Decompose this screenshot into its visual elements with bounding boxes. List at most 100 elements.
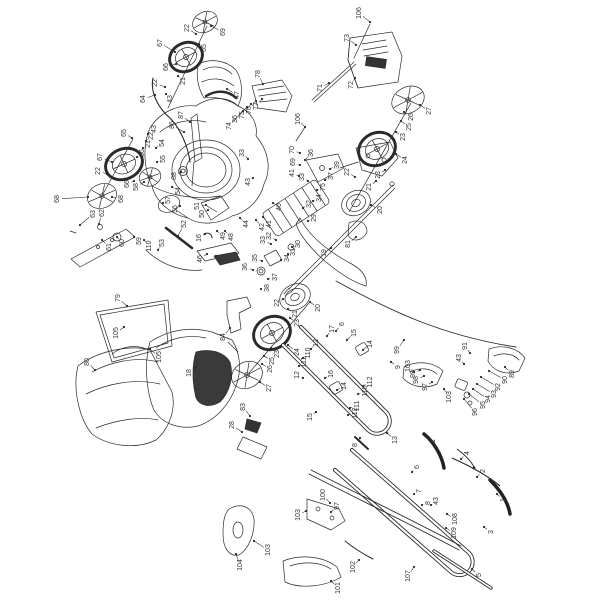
leader-arrow — [430, 380, 434, 384]
part-number-label: 17 — [329, 325, 336, 333]
part-number-label: 104 — [237, 559, 244, 571]
leader-arrow — [110, 195, 114, 199]
part-number-label: 72 — [348, 81, 355, 89]
leader-arrow — [356, 392, 360, 396]
leader-arrow — [334, 329, 338, 333]
leader-arrow — [154, 146, 158, 150]
part-number-label: 8 — [352, 443, 359, 447]
leader-line — [399, 339, 405, 347]
leader-arrow — [487, 369, 491, 373]
leader-arrow — [329, 579, 333, 583]
leader-arrow — [467, 392, 471, 396]
leader-line — [61, 196, 89, 199]
leader-arrow — [383, 168, 387, 172]
leader-arrow — [471, 387, 475, 391]
tread-wheel — [168, 40, 204, 74]
part-number-label: 28 — [229, 421, 236, 429]
deck-brackets — [157, 113, 241, 266]
leader-arrow — [418, 368, 422, 372]
part-number-label: 89 — [509, 370, 516, 378]
leader-line — [463, 398, 472, 409]
muffler — [251, 79, 293, 113]
part-number-label: 41 — [289, 169, 296, 177]
leader-arrow — [368, 20, 372, 24]
leader-arrow — [475, 475, 479, 479]
leader-arrow — [354, 43, 358, 47]
part-number-label: 6 — [339, 322, 346, 326]
part-number-label: 2 — [480, 469, 487, 473]
leader-arrow — [298, 163, 302, 167]
part-number-label: 24 — [294, 348, 301, 356]
part-number-label: 110 — [362, 385, 369, 396]
leader-arrow — [176, 74, 180, 78]
leader-arrow — [286, 252, 290, 256]
leader-arrow — [78, 223, 82, 227]
grip-pieces — [422, 432, 512, 516]
part-number-label: 48 — [228, 233, 235, 241]
part-number-label: 112 — [352, 407, 359, 418]
part-number-label: 94 — [485, 395, 492, 403]
leader-arrow — [420, 503, 424, 507]
leader-arrow — [188, 120, 192, 124]
part-number-label: 105 — [113, 327, 120, 339]
axle-rod — [283, 181, 396, 297]
leader-arrow — [260, 97, 264, 101]
leader-line — [472, 388, 484, 397]
part-number-label: 64 — [140, 95, 147, 103]
part-number-label: 27 — [266, 384, 273, 392]
part-number-label: 23 — [400, 133, 407, 141]
part-number-label: 36 — [242, 263, 249, 271]
part-number-label: 26 — [267, 365, 274, 373]
part-number-label: 86 — [169, 121, 176, 129]
part-number-label: 68 — [54, 195, 61, 203]
part-number-label: 88 — [171, 172, 178, 180]
leader-arrow — [246, 157, 250, 161]
leader-arrow — [245, 105, 249, 109]
leader-arrow — [444, 526, 448, 530]
leader-arrow — [214, 254, 218, 258]
part-number-label: 61 — [106, 243, 113, 251]
leader-line — [104, 158, 113, 163]
leader-arrow — [306, 179, 310, 183]
leader-arrow — [323, 376, 327, 380]
part-number-label: 37 — [272, 273, 279, 281]
leader-arrow — [182, 130, 186, 134]
leader-arrow — [385, 431, 389, 435]
grass-bag — [75, 346, 174, 446]
engine-cover — [196, 60, 242, 107]
part-number-label: 91 — [462, 342, 469, 350]
leader-arrow — [329, 246, 333, 250]
part-number-label: 84 — [220, 333, 227, 341]
part-number-label: 97 — [334, 502, 341, 510]
leader-line — [121, 301, 128, 307]
leader-arrow — [223, 229, 227, 233]
part-number-label: 13 — [392, 436, 399, 444]
leader-arrow — [241, 109, 245, 113]
leader-arrow — [204, 203, 208, 207]
part-number-label: 16 — [196, 234, 203, 242]
part-number-label: 83 — [240, 403, 247, 411]
part-number-label: 34 — [284, 254, 291, 262]
part-number-label: 43 — [245, 178, 252, 186]
part-number-label: 103 — [295, 509, 302, 521]
leader-arrow — [357, 558, 361, 562]
mower-deck — [144, 98, 269, 224]
leader-arrow — [412, 370, 416, 374]
leader-arrow — [462, 362, 466, 366]
leader-arrow — [228, 326, 232, 330]
leader-arrow — [142, 238, 146, 242]
top-cover — [347, 31, 403, 89]
part-number-label: 33 — [260, 236, 267, 244]
leader-arrow — [155, 160, 159, 164]
part-number-label: 12 — [294, 371, 301, 379]
tread-wheel — [357, 130, 397, 168]
part-number-label: 34 — [316, 194, 323, 202]
engine-bracket — [305, 141, 399, 183]
molded-grips — [402, 346, 526, 406]
leader-arrow — [135, 155, 139, 159]
part-number-label: 43 — [151, 125, 158, 133]
leader-arrow — [288, 316, 292, 320]
leader-arrow — [281, 297, 285, 301]
leader-arrow — [261, 215, 265, 219]
